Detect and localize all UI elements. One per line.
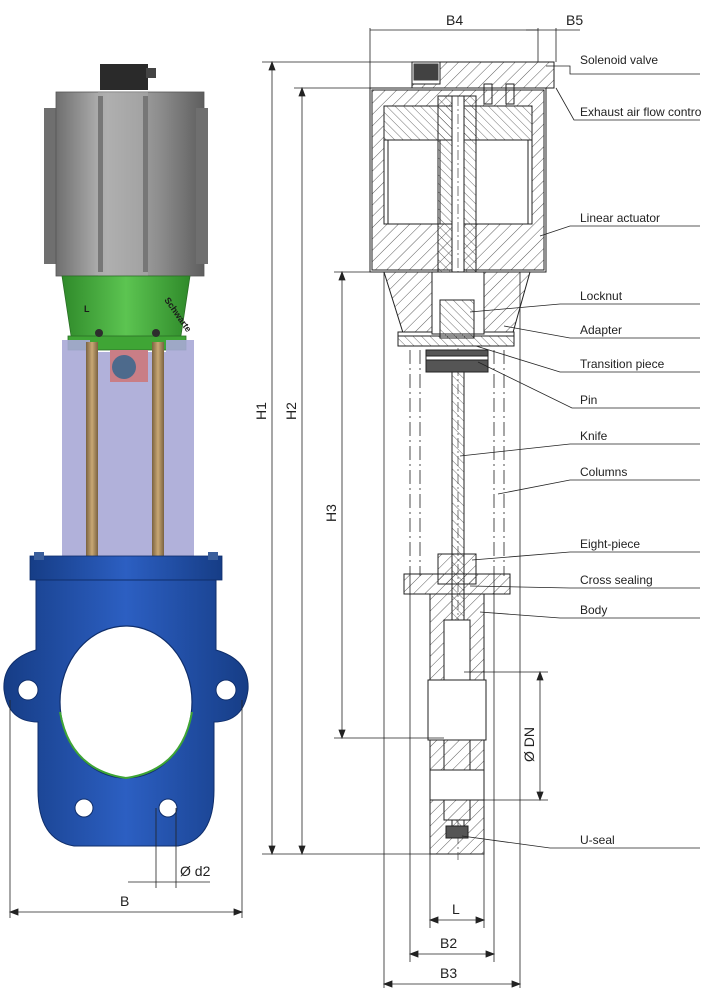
dim-b2-label: B2 — [440, 935, 457, 951]
right-dimensions — [262, 28, 580, 988]
label-locknut: Locknut — [580, 289, 623, 303]
label-adapter: Adapter — [580, 323, 622, 337]
left-dimensions — [8, 700, 244, 918]
label-transition-piece: Transition piece — [580, 357, 665, 371]
column-right-render — [152, 342, 164, 578]
label-body: Body — [580, 603, 607, 617]
label-u-seal: U-seal — [580, 833, 615, 847]
dim-h1-label: H1 — [253, 402, 269, 420]
body-render — [3, 552, 249, 847]
linear-actuator-render — [44, 91, 208, 277]
dim-b5-label: B5 — [566, 12, 583, 28]
transition-piece-render — [110, 350, 148, 382]
adapter-render: Schwarte L — [61, 275, 194, 351]
label-columns: Columns — [580, 465, 627, 479]
dim-b3-label: B3 — [440, 965, 457, 981]
dim-b4-label: B4 — [446, 12, 463, 28]
callout-leaders — [459, 65, 700, 849]
dim-h3-label: H3 — [323, 504, 339, 522]
solenoid-valve-render — [100, 64, 156, 90]
side-mark-label: L — [84, 304, 90, 314]
dim-h2-label: H2 — [283, 402, 299, 420]
column-left-render — [86, 342, 98, 578]
label-linear-actuator: Linear actuator — [580, 211, 660, 225]
label-exhaust-air-flow-control: Exhaust air flow control — [580, 105, 702, 119]
dim-l-label: L — [452, 901, 460, 917]
valve-render: Schwarte L — [3, 64, 249, 847]
label-solenoid-valve: Solenoid valve — [580, 53, 658, 67]
dim-dn-label: Ø DN — [521, 727, 537, 762]
label-pin: Pin — [580, 393, 597, 407]
label-cross-sealing: Cross sealing — [580, 573, 653, 587]
dim-d2-label: Ø d2 — [180, 863, 211, 879]
section-drawing — [369, 61, 555, 860]
label-knife: Knife — [580, 429, 608, 443]
dim-b-label: B — [120, 893, 129, 909]
label-eight-piece: Eight-piece — [580, 537, 640, 551]
